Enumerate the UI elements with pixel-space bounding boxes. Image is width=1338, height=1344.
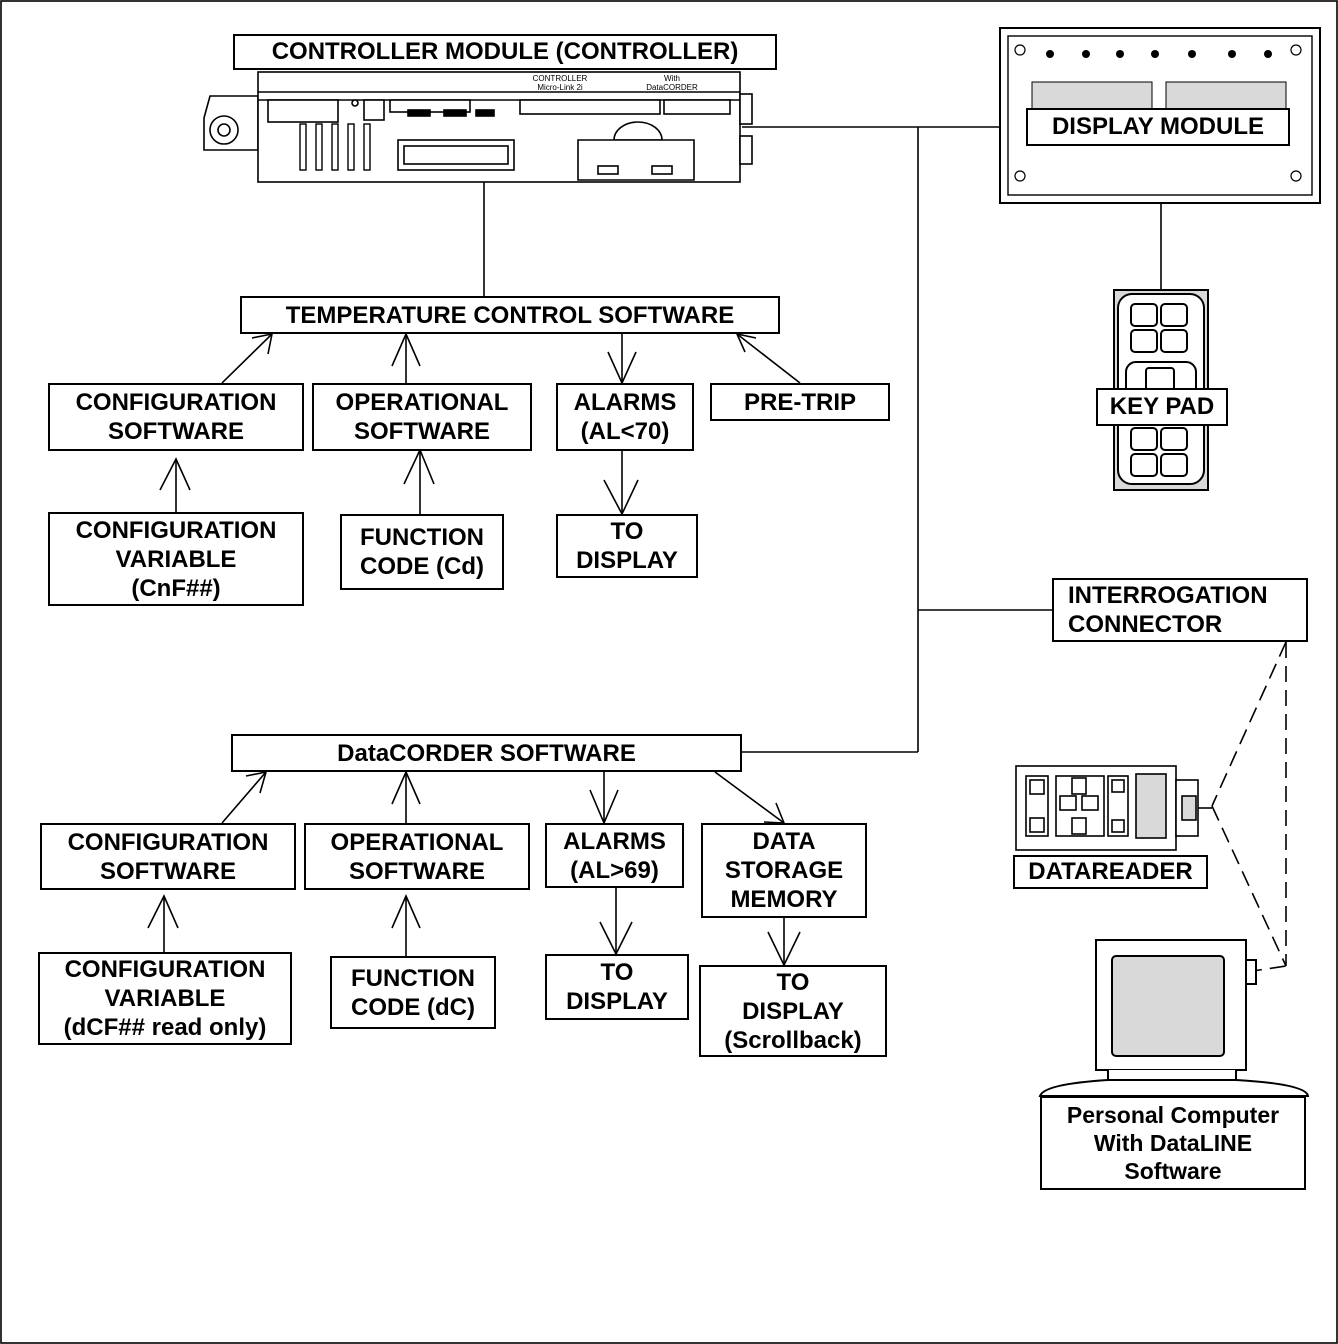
- datacorder-software-box: DataCORDER SOFTWARE: [231, 734, 742, 772]
- tc-op-line-2: SOFTWARE: [354, 418, 490, 445]
- datareader-drawing: [1015, 765, 1212, 851]
- interrogation-dashed-lines: [1211, 641, 1287, 973]
- dc-config-line-1: CONFIGURATION: [67, 828, 269, 856]
- arrow-tc-pretrip: [736, 333, 801, 384]
- pc-box: Personal Computer With DataLINE Software: [1040, 1096, 1306, 1190]
- interrogation-line-1: INTERROGATION: [1068, 582, 1268, 609]
- dc-config-variable-box: CONFIGURATION VARIABLE (dCF## read only): [38, 952, 292, 1045]
- interrogation-line-2: CONNECTOR: [1068, 611, 1223, 638]
- tc-cvar-line-1: CONFIGURATION: [75, 516, 277, 544]
- dc-storage-line-3: MEMORY: [730, 886, 838, 913]
- pc-line-2: With DataLINE: [1093, 1130, 1253, 1156]
- dc-scroll-line-3: (Scrollback): [724, 1026, 862, 1054]
- pc-line-3: Software: [1124, 1158, 1222, 1184]
- tc-pretrip-box: PRE-TRIP: [710, 383, 890, 421]
- controller-brand-4: DataCORDER: [646, 83, 698, 92]
- dc-fcode-line-1: FUNCTION: [351, 964, 475, 992]
- dc-fcode-line-2: CODE (dC): [351, 993, 475, 1021]
- arrow-dc-storage: [714, 771, 785, 824]
- dc-cvar-line-3: (dCF## read only): [63, 1014, 267, 1041]
- tc-operational-software-box: OPERATIONAL SOFTWARE: [312, 383, 532, 451]
- tc-todisp-line-2: DISPLAY: [576, 547, 678, 574]
- dc-config-line-2: SOFTWARE: [100, 857, 236, 885]
- tc-function-code-box: FUNCTION CODE (Cd): [340, 514, 504, 590]
- dc-alarms-line-1: ALARMS: [563, 827, 666, 855]
- interrogation-connector-box: INTERROGATION CONNECTOR: [1052, 578, 1308, 642]
- keypad-label: KEY PAD: [1096, 388, 1228, 426]
- tc-config-variable-box: CONFIGURATION VARIABLE (CnF##): [48, 512, 304, 606]
- dc-cvar-line-1: CONFIGURATION: [64, 956, 266, 983]
- temp-control-title: TEMPERATURE CONTROL SOFTWARE: [285, 301, 735, 329]
- dc-storage-line-1: DATA: [752, 828, 816, 855]
- dc-todisp-line-2: DISPLAY: [566, 988, 668, 1015]
- dc-todisp-line-1: TO: [600, 959, 634, 986]
- pc-line-1: Personal Computer: [1066, 1102, 1280, 1128]
- tc-pretrip-line-1: PRE-TRIP: [743, 388, 856, 416]
- controller-module-title: CONTROLLER MODULE (CONTROLLER): [233, 34, 777, 70]
- tc-cvar-line-2: VARIABLE: [115, 545, 237, 573]
- tc-config-line-2: SOFTWARE: [108, 418, 244, 445]
- tc-alarms-line-2: (AL<70): [580, 418, 670, 445]
- tc-alarms-line-1: ALARMS: [573, 389, 677, 416]
- tc-config-line-1: CONFIGURATION: [75, 389, 277, 416]
- dc-alarms-box: ALARMS (AL>69): [545, 823, 684, 888]
- pc-drawing: [1038, 939, 1310, 1097]
- controller-brand-1: CONTROLLER: [533, 74, 588, 83]
- dc-op-line-1: OPERATIONAL: [330, 828, 504, 856]
- dc-function-code-box: FUNCTION CODE (dC): [330, 956, 496, 1029]
- tc-fcode-line-2: CODE (Cd): [360, 553, 484, 580]
- tc-cvar-line-3: (CnF##): [131, 574, 221, 602]
- tc-op-line-1: OPERATIONAL: [335, 389, 509, 416]
- controller-module-drawing: [203, 71, 753, 183]
- tc-fcode-line-1: FUNCTION: [360, 524, 484, 551]
- dc-scroll-line-1: TO: [776, 968, 810, 996]
- dc-operational-software-box: OPERATIONAL SOFTWARE: [304, 823, 530, 890]
- dc-alarms-line-2: (AL>69): [570, 856, 659, 884]
- tc-todisp-line-1: TO: [610, 518, 644, 545]
- temp-control-software-box: TEMPERATURE CONTROL SOFTWARE: [240, 296, 780, 334]
- dc-storage-memory-box: DATA STORAGE MEMORY: [701, 823, 867, 918]
- tc-config-software-box: CONFIGURATION SOFTWARE: [48, 383, 304, 451]
- dc-scroll-line-2: DISPLAY: [742, 997, 844, 1025]
- tc-alarms-box: ALARMS (AL<70): [556, 383, 694, 451]
- dc-to-display-scrollback-box: TO DISPLAY (Scrollback): [699, 965, 887, 1057]
- dc-cvar-line-2: VARIABLE: [104, 985, 226, 1012]
- display-module-label: DISPLAY MODULE: [1026, 108, 1290, 146]
- dc-op-line-2: SOFTWARE: [349, 857, 485, 885]
- dc-storage-line-2: STORAGE: [724, 857, 844, 884]
- dc-config-software-box: CONFIGURATION SOFTWARE: [40, 823, 296, 890]
- tc-to-display-box: TO DISPLAY: [556, 514, 698, 578]
- controller-brand-2: Micro-Link 2i: [537, 83, 583, 92]
- datacorder-title: DataCORDER SOFTWARE: [337, 739, 636, 767]
- datareader-label: DATAREADER: [1013, 855, 1208, 889]
- controller-brand-3: With: [664, 74, 680, 83]
- arrow-dc-config: [221, 771, 267, 824]
- arrow-tc-config: [221, 333, 273, 384]
- dc-to-display-box: TO DISPLAY: [545, 954, 689, 1020]
